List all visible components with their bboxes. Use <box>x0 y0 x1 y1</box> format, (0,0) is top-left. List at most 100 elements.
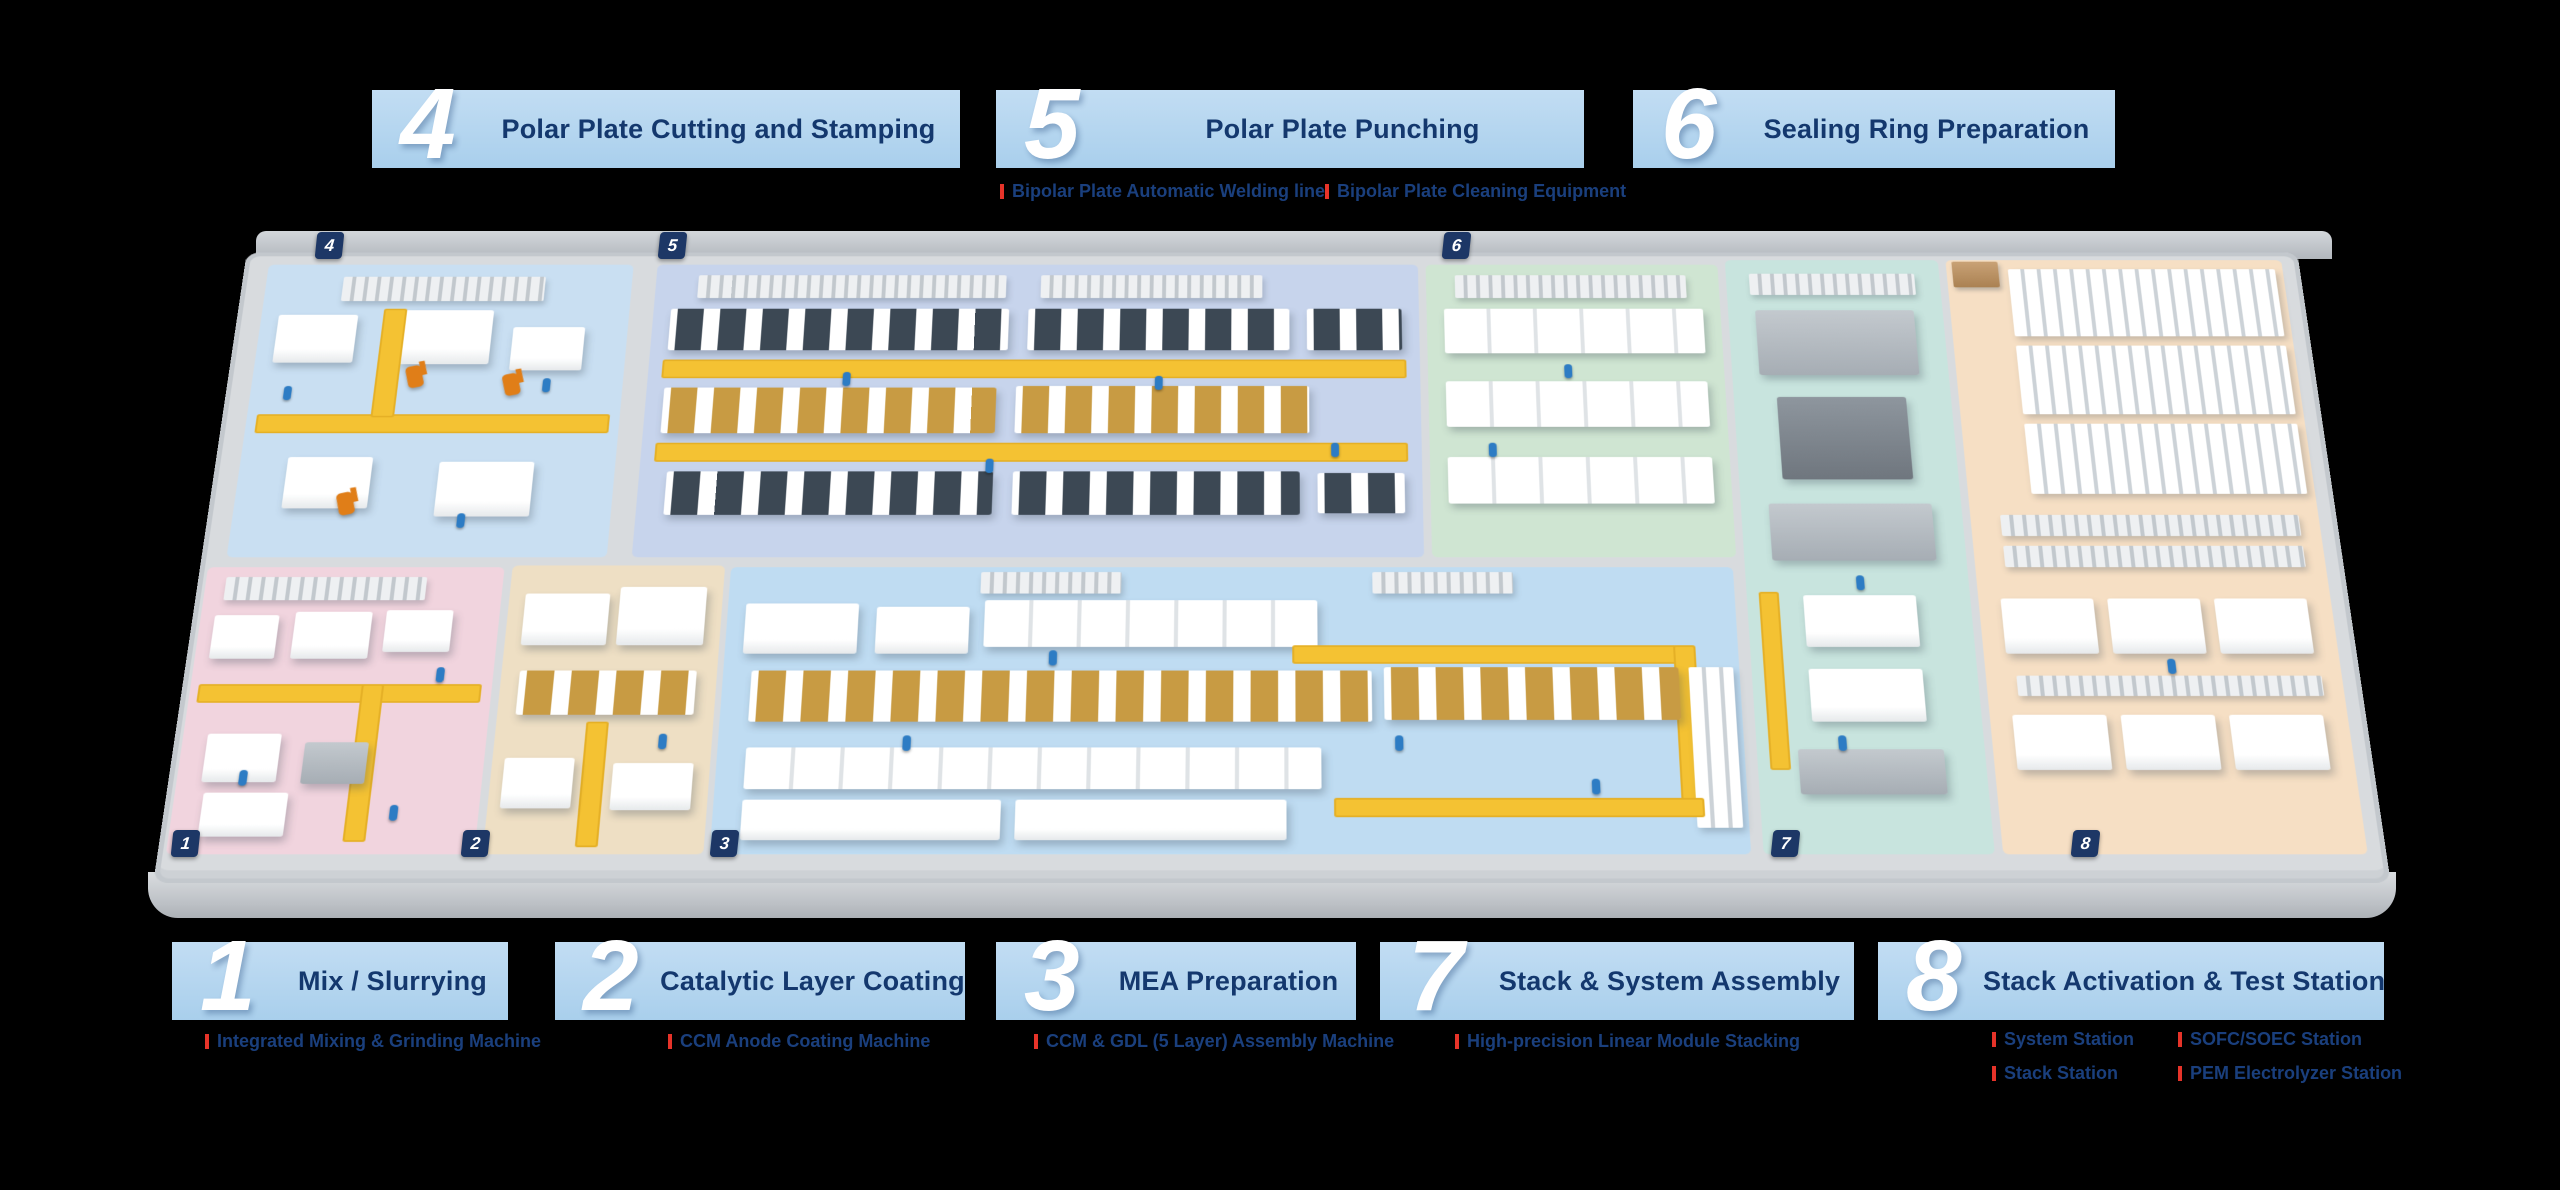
worker-figure <box>657 733 668 750</box>
banner-station-6: 6 Sealing Ring Preparation <box>1633 74 2115 174</box>
agv-path <box>661 359 1407 379</box>
banner-station-1: 1 Mix / Slurrying <box>172 926 508 1026</box>
floor-tag-4: 4 <box>314 232 345 259</box>
worker-figure <box>1154 375 1163 390</box>
bullet-label: System Station <box>2004 1029 2135 1049</box>
zone-8-area <box>1945 260 2368 855</box>
bullet-label: SOFC/SOEC Station <box>2190 1029 2363 1049</box>
worker-figure <box>541 378 552 393</box>
machine-cabinet <box>281 457 374 509</box>
station-8-station-list: System Station SOFC/SOEC Station Stack S… <box>1992 1029 2402 1084</box>
bullet-label: Stack Station <box>2004 1063 2119 1083</box>
gray-equipment <box>299 742 370 784</box>
machine-cabinet <box>197 792 289 837</box>
worker-figure <box>985 458 994 474</box>
machine-cabinet <box>289 611 373 659</box>
machine-row-amber-panels <box>1383 667 1682 720</box>
red-bar-icon <box>668 1034 672 1049</box>
station-3-number: 3 <box>1024 920 1080 1032</box>
machine-row <box>1443 308 1706 354</box>
test-cabinet <box>2120 714 2222 770</box>
storage-rack <box>1372 572 1514 594</box>
storage-rack <box>980 572 1122 594</box>
floor-tag-1: 1 <box>170 830 201 857</box>
machine-row-dark-panels <box>1027 308 1290 351</box>
vertical-rack-row <box>2024 423 2308 494</box>
machine-row <box>1447 457 1715 504</box>
red-bar-icon <box>1992 1032 1996 1047</box>
station-7-bullet-module-stacking: High-precision Linear Module Stacking <box>1455 1031 1800 1052</box>
factory-scene <box>153 170 2391 938</box>
worker-figure <box>388 804 399 821</box>
station-3-title: MEA Preparation <box>1118 965 1339 996</box>
machine-row-dark-panels <box>1317 473 1406 514</box>
machine-cabinet <box>382 610 454 652</box>
banner-station-3: 3 MEA Preparation <box>996 926 1356 1026</box>
machine-cabinet <box>398 310 495 365</box>
storage-rack <box>2000 514 2302 537</box>
machine-row <box>1445 381 1711 427</box>
machine-cabinet <box>508 327 586 371</box>
machine-cabinet <box>1808 668 1927 722</box>
worker-figure <box>282 385 293 401</box>
bullet-label: Integrated Mixing & Grinding Machine <box>217 1031 542 1051</box>
zone-1-area <box>165 567 505 855</box>
floor-tag-5: 5 <box>657 232 688 259</box>
storage-rack <box>697 275 1007 299</box>
storage-rack <box>1748 273 1917 295</box>
machine-row-amber-panels <box>748 670 1373 722</box>
worker-figure <box>1855 575 1865 591</box>
bullet-label: CCM & GDL (5 Layer) Assembly Machine <box>1046 1031 1395 1051</box>
machine-cabinet <box>874 606 970 654</box>
banner-station-5: 5 Polar Plate Punching <box>996 74 1584 174</box>
bullet-label: PEM Electrolyzer Station <box>2190 1063 2403 1083</box>
worker-figure <box>1564 364 1573 379</box>
robot-arm <box>404 364 425 389</box>
crate <box>1951 261 2001 288</box>
storage-rack <box>2003 545 2306 568</box>
floor-tag-7: 7 <box>1770 830 1801 857</box>
station-2-title: Catalytic Layer Coating <box>660 965 965 996</box>
zone-3-area <box>709 567 1752 855</box>
station-8-bullet-pem-electrolyzer-station: PEM Electrolyzer Station <box>2178 1063 2402 1084</box>
station-8-title: Stack Activation & Test Station <box>1983 965 2386 996</box>
banner-station-8: 8 Stack Activation & Test Station <box>1878 926 2386 1026</box>
station-1-bullet-mixing-machine: Integrated Mixing & Grinding Machine <box>205 1031 541 1052</box>
red-bar-icon <box>1034 1034 1038 1049</box>
assembly-line-table <box>1014 799 1287 841</box>
red-bar-icon <box>1000 184 1004 199</box>
vertical-rack-row <box>2015 345 2296 415</box>
station-4-number: 4 <box>400 68 456 180</box>
factory-floor <box>153 252 2391 883</box>
banner-station-7: 7 Stack & System Assembly <box>1380 926 1854 1026</box>
worker-figure <box>1331 442 1340 458</box>
machine-row-dark-panels <box>1011 471 1300 515</box>
floor-tag-6: 6 <box>1441 232 1472 259</box>
zone-4-area <box>226 264 634 558</box>
robot-arm <box>501 372 522 397</box>
red-bar-icon <box>2178 1066 2182 1081</box>
gray-equipment <box>1797 749 1948 795</box>
agv-path <box>574 721 609 848</box>
worker-figure <box>1048 650 1058 666</box>
test-cabinet <box>2213 598 2315 654</box>
gray-equipment <box>1755 310 1920 376</box>
station-2-number: 2 <box>583 920 639 1032</box>
station-5-number: 5 <box>1024 68 1080 180</box>
machine-cabinet <box>208 615 280 659</box>
red-bar-icon <box>1455 1034 1459 1049</box>
floor-tag-2: 2 <box>460 830 491 857</box>
machine-cabinet <box>609 763 694 811</box>
storage-rack <box>223 577 428 601</box>
dark-equipment <box>1776 396 1914 480</box>
station-5-title: Polar Plate Punching <box>1205 113 1480 144</box>
worker-figure <box>902 735 912 751</box>
agv-path <box>1292 645 1679 664</box>
worker-figure <box>455 513 466 528</box>
machine-cabinet <box>499 757 575 809</box>
machine-cabinet <box>1803 595 1921 647</box>
red-bar-icon <box>1325 184 1330 199</box>
station-5-bullet-welding-line: Bipolar Plate Automatic Welding line <box>1000 181 1325 202</box>
station-8-bullet-stack-station: Stack Station <box>1992 1063 2178 1084</box>
station-5-equipment-list: Bipolar Plate Automatic Welding line Bip… <box>1000 181 1626 202</box>
